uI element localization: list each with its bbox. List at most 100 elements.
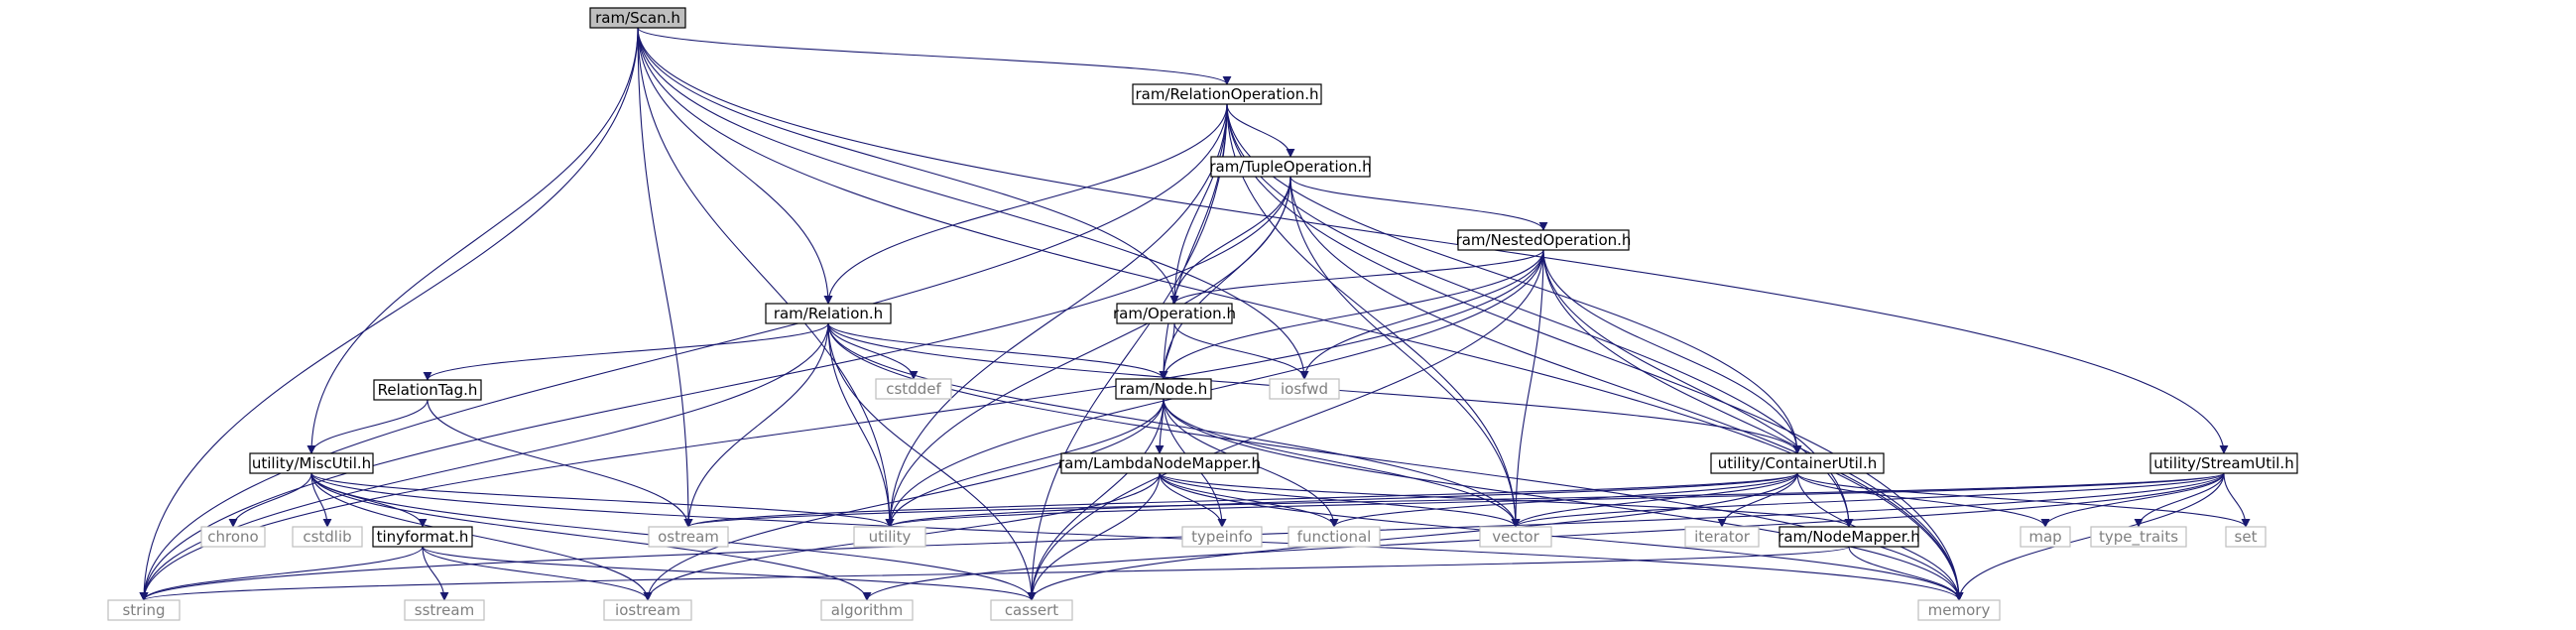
edge-scan-to-string (139, 27, 639, 601)
edge-relation-to-memory (827, 322, 1964, 601)
edge-scan-to-utility (637, 27, 895, 528)
edge-nestedop-to-iosfwd (1299, 249, 1544, 380)
node-box (1479, 526, 1552, 548)
edge-relation-to-ostream (683, 322, 829, 528)
edge-miscutil-to-iostream (310, 472, 653, 601)
nodes: ram/Scan.h ram/RelationOperation.h ram/Tup… (107, 7, 2298, 621)
node-box (373, 379, 482, 401)
edge-scan-to-miscutil (307, 27, 639, 454)
node-typeinfo: typeinfo (1181, 526, 1263, 548)
node-cassert: cassert (990, 599, 1073, 621)
node-box (2090, 526, 2187, 548)
node-label: cstdlib (303, 528, 351, 546)
edge-nestedop-to-containerutil (1542, 249, 1802, 454)
edge-nestedop-to-node (1159, 249, 1544, 380)
node-box (1917, 599, 2001, 621)
node-label: ram/RelationOperation.h (1135, 85, 1318, 103)
node-cstdlib: cstdlib (292, 526, 363, 548)
node-box (1269, 378, 1340, 400)
node-iosfwd: iosfwd (1269, 378, 1340, 400)
node-algorithm: algorithm (820, 599, 914, 621)
edge-containerutil-to-iterator (1717, 472, 1798, 528)
node-label: ram/Node.h (1120, 380, 1207, 398)
edge-relation-to-string (139, 322, 829, 601)
edge-relop-to-tupleop (1226, 103, 1295, 158)
node-set: set (2225, 526, 2267, 548)
edge-nodemapper-to-string (140, 546, 1850, 601)
node-relop[interactable]: ram/RelationOperation.h (1132, 83, 1322, 105)
edge-relop-to-utility (885, 103, 1228, 528)
node-box (1116, 303, 1233, 324)
node-operation[interactable]: ram/Operation.h (1113, 303, 1236, 324)
edge-miscutil-to-utility (310, 472, 895, 528)
node-box (1457, 229, 1630, 251)
edge-reltag-to-miscutil (307, 399, 429, 454)
node-nodemapper[interactable]: ram/NodeMapper.h (1778, 526, 1920, 548)
edge-relation-to-cassert (827, 322, 1037, 601)
node-box (603, 599, 692, 621)
node-box (1779, 526, 1919, 548)
node-box (820, 599, 914, 621)
edge-relation-to-reltag (423, 322, 829, 381)
edge-scan-to-relop (637, 27, 1232, 85)
edge-tinyformat-to-sstream (422, 546, 449, 601)
node-node[interactable]: ram/Node.h (1115, 378, 1212, 400)
edge-operation-to-node (1159, 322, 1175, 380)
node-label: memory (1928, 601, 1991, 619)
node-scan[interactable]: ram/Scan.h (589, 7, 686, 29)
edge-lambdamapper-to-cassert (1027, 472, 1161, 601)
edge-relation-to-node (827, 322, 1168, 380)
edge-nestedop-to-cassert (1027, 249, 1544, 601)
edge-node-to-utility (885, 398, 1165, 528)
node-box (2149, 452, 2298, 474)
edge-containerutil-to-vector (1511, 472, 1798, 528)
edge-nestedop-to-utility (885, 249, 1544, 528)
node-box (765, 303, 892, 324)
node-box (1132, 83, 1322, 105)
edge-miscutil-to-tinyformat (310, 472, 428, 528)
node-ostream: ostream (648, 526, 729, 548)
edge-miscutil-to-cstdlib (310, 472, 332, 528)
node-label: utility/ContainerUtil.h (1718, 454, 1877, 472)
edge-miscutil-to-chrono (228, 472, 312, 528)
edge-lambdamapper-to-nodemapper (1159, 472, 1854, 528)
node-nestedop[interactable]: ram/NestedOperation.h (1456, 229, 1632, 251)
edge-scan-to-streamutil (637, 27, 2229, 454)
edge-node-to-iostream (643, 398, 1165, 601)
node-label: ram/NodeMapper.h (1778, 528, 1920, 546)
node-reltag[interactable]: RelationTag.h (373, 379, 482, 401)
edge-containerutil-to-map (1796, 472, 2050, 528)
edge-relop-to-cassert (1027, 103, 1228, 601)
node-label: type_traits (2099, 528, 2178, 547)
node-label: RelationTag.h (378, 381, 478, 399)
node-box (372, 526, 473, 548)
node-cstddef: cstddef (875, 378, 952, 400)
node-box (2020, 526, 2071, 548)
node-iterator: iterator (1684, 526, 1760, 548)
edge-relop-to-nodemapper (1226, 103, 1854, 528)
node-miscutil[interactable]: utility/MiscUtil.h (249, 452, 374, 474)
edge-tupleop-to-string (139, 176, 1291, 601)
edge-tupleop-to-nestedop (1289, 176, 1548, 231)
node-box (292, 526, 363, 548)
node-label: iterator (1694, 528, 1751, 546)
edge-tinyformat-to-string (139, 546, 424, 601)
node-box (249, 452, 374, 474)
node-box (1115, 378, 1212, 400)
edge-lambdamapper-to-typeinfo (1159, 472, 1227, 528)
node-streamutil[interactable]: utility/StreamUtil.h (2149, 452, 2298, 474)
node-relation[interactable]: ram/Relation.h (765, 303, 892, 324)
node-label: cassert (1005, 601, 1058, 619)
edge-miscutil-to-memory (310, 472, 1964, 601)
node-box (1710, 452, 1885, 474)
node-label: map (2028, 528, 2061, 546)
node-tinyformat[interactable]: tinyformat.h (372, 526, 473, 548)
node-label: tinyformat.h (377, 528, 469, 546)
node-label: functional (1297, 528, 1372, 546)
node-lambdamapper[interactable]: ram/LambdaNodeMapper.h (1058, 452, 1261, 474)
node-tupleop[interactable]: ram/TupleOperation.h (1209, 156, 1372, 178)
node-box (1181, 526, 1263, 548)
node-containerutil[interactable]: utility/ContainerUtil.h (1710, 452, 1885, 474)
node-box (1210, 156, 1371, 178)
